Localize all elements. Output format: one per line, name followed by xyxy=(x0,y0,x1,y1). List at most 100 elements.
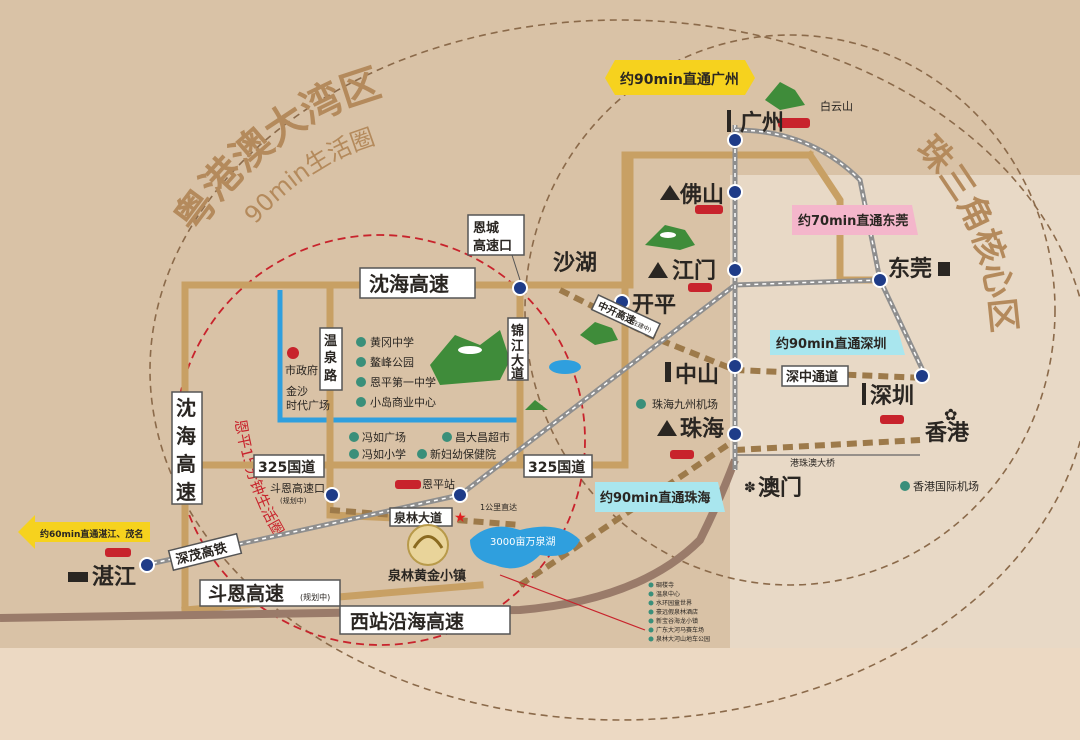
poi-douen-exit-note: (规划中) xyxy=(280,496,307,505)
city-zhongshan[interactable]: 中山 xyxy=(675,363,719,388)
poi-douen-exit[interactable]: 斗恩高速口 xyxy=(270,481,325,495)
road-shenhai-v-3: 高 xyxy=(176,452,196,476)
callout-dongguan-text: 约70min直通东莞 xyxy=(798,213,908,229)
city-hongkong[interactable]: 香港 xyxy=(925,421,970,446)
station-zhongshan[interactable] xyxy=(727,358,743,374)
landmark-icon-guangzhou xyxy=(727,110,731,132)
city-labels: 广州 佛山 江门 开平 中山 珠海 澳门 深圳 香港 东莞 湛江 沙湖 xyxy=(92,110,970,590)
legend-items: 碉楼寺 温泉中心 水环园童世界 豪远假泉林酒店 新宝谷海龙小镇 广东大河马赛车场… xyxy=(648,581,710,643)
station-dongguan[interactable] xyxy=(872,272,888,288)
poi-fengru-plaza[interactable]: 冯如广场 xyxy=(362,430,406,444)
road-shenzhong: 深中通道 xyxy=(786,369,838,385)
road-box-jinjiang xyxy=(507,317,529,381)
poi-hk-airport[interactable]: 香港国际机场 xyxy=(913,479,979,493)
city-shenzhen[interactable]: 深圳 xyxy=(870,384,914,409)
coastal-light-zone xyxy=(730,175,1080,648)
shop-icon xyxy=(356,397,366,407)
core-area-circle xyxy=(524,34,1056,586)
road-box-shenzhong xyxy=(781,365,849,387)
station-foshan[interactable] xyxy=(727,184,743,200)
train-icon-shenzhen xyxy=(880,415,904,424)
city-zhanjiang[interactable]: 湛江 xyxy=(92,564,136,590)
legend-item-7: 泉林大河山地车公园 xyxy=(656,635,710,643)
road-wenquan-2: 泉 xyxy=(324,350,338,366)
city-macau[interactable]: 澳门 xyxy=(758,475,802,501)
project-name[interactable]: 泉林黄金小镇 xyxy=(388,568,466,584)
road-box-325-right xyxy=(523,454,593,478)
encheng-exit-label-2: 高速口 xyxy=(473,238,512,254)
city-zhuhai[interactable]: 珠海 xyxy=(680,416,724,442)
road-325-left: 325国道 xyxy=(258,459,315,476)
poi-jinsha-1[interactable]: 金沙 xyxy=(286,384,308,398)
stations xyxy=(139,132,930,573)
station-encheng-exit[interactable] xyxy=(512,280,528,296)
road-shenhai-v-1: 沈 xyxy=(176,396,196,420)
city-guangzhou[interactable]: 广州 xyxy=(740,110,784,136)
legend-pointer xyxy=(499,574,646,631)
station-zhanjiang[interactable] xyxy=(139,557,155,573)
encheng-exit-box xyxy=(467,214,525,256)
poi-changdachang[interactable]: 昌大昌超市 xyxy=(455,430,510,444)
road-325-right: 325国道 xyxy=(528,459,585,476)
poi-gov[interactable]: 市政府 xyxy=(285,363,318,377)
road-box-douen xyxy=(199,579,341,607)
hk-flower-icon: ✿ xyxy=(944,405,957,424)
poi-baiyun[interactable]: 白云山 xyxy=(820,99,853,113)
airport-icon xyxy=(636,399,646,409)
city-shahu[interactable]: 沙湖 xyxy=(553,251,597,276)
school-icon-3 xyxy=(349,449,359,459)
poi-jinsha-2[interactable]: 时代广场 xyxy=(286,398,330,412)
city-foshan[interactable]: 佛山 xyxy=(679,183,724,208)
poi-xinfuyou[interactable]: 新妇幼保健院 xyxy=(430,447,496,461)
road-shenmao-group: 深茂高铁 xyxy=(167,532,243,572)
road-box-wenquan xyxy=(319,327,343,391)
legend-item-5: 新宝谷海龙小镇 xyxy=(656,617,698,625)
project-logo: 泉林黄金小镇 xyxy=(388,524,466,584)
poi-zhuhai-airport[interactable]: 珠海九州机场 xyxy=(652,397,718,411)
callout-zhuhai xyxy=(595,482,725,512)
poi-icons xyxy=(349,337,910,491)
station-enping[interactable] xyxy=(452,487,468,503)
road-box-shenhai-h xyxy=(359,267,476,299)
poi-fengru-school[interactable]: 冯如小学 xyxy=(362,447,406,461)
legend-item-2: 温泉中心 xyxy=(656,590,680,598)
station-douen-exit[interactable] xyxy=(324,487,340,503)
station-shenzhen[interactable] xyxy=(914,368,930,384)
road-wenquan-3: 路 xyxy=(324,368,338,384)
poi-xiaodao[interactable]: 小岛商业中心 xyxy=(370,395,436,409)
project-star-icon: ★ xyxy=(454,510,467,526)
legend-item-6: 广东大河马赛车场 xyxy=(656,626,704,634)
road-douen-note: (规划中) xyxy=(300,592,330,602)
road-xizhan: 西站沿海高速 xyxy=(350,610,464,633)
callout-zhanjiang xyxy=(18,515,150,549)
station-jiangmen[interactable] xyxy=(727,262,743,278)
school-icon xyxy=(356,337,366,347)
city-dongguan[interactable]: 东莞 xyxy=(888,256,932,282)
station-zhuhai[interactable] xyxy=(727,426,743,442)
city-jiangmen[interactable]: 江门 xyxy=(672,258,716,284)
road-box-shenmao xyxy=(167,532,243,572)
landmark-icon-zhanjiang xyxy=(68,572,88,582)
landmark-icon-jiangmen xyxy=(648,262,668,278)
poi-huanggang[interactable]: 黄冈中学 xyxy=(370,335,414,349)
poi-enping-station[interactable]: 恩平站 xyxy=(422,477,455,491)
mountains xyxy=(430,82,805,410)
road-box-325-left xyxy=(253,454,325,478)
legend-item-1: 碉楼寺 xyxy=(656,581,674,589)
gov-marker-icon xyxy=(287,347,299,359)
train-icon-zhanjiang xyxy=(105,548,131,557)
poi-enping-no1[interactable]: 恩平第一中学 xyxy=(370,375,436,389)
callout-zhanjiang-text: 约60min直通湛江、茂名 xyxy=(40,528,143,540)
landmark-icon-shenzhen xyxy=(862,383,866,405)
poi-aofeng[interactable]: 鳌峰公园 xyxy=(370,355,414,369)
legend: 碉楼寺 温泉中心 水环园童世界 豪远假泉林酒店 新宝谷海龙小镇 广东大河马赛车场… xyxy=(648,581,710,643)
rail-lines xyxy=(144,125,928,568)
road-jinjiang-2: 江 xyxy=(511,338,524,354)
road-shenhai-v-2: 海 xyxy=(176,424,196,448)
poi-lake[interactable]: 3000亩万泉湖 xyxy=(490,535,555,548)
station-guangzhou[interactable] xyxy=(727,132,743,148)
legend-item-4: 豪远假泉林酒店 xyxy=(656,608,698,616)
callout-shenzhen xyxy=(770,330,905,355)
road-douen: 斗恩高速 xyxy=(208,582,284,605)
mountain-highlights xyxy=(458,232,676,354)
